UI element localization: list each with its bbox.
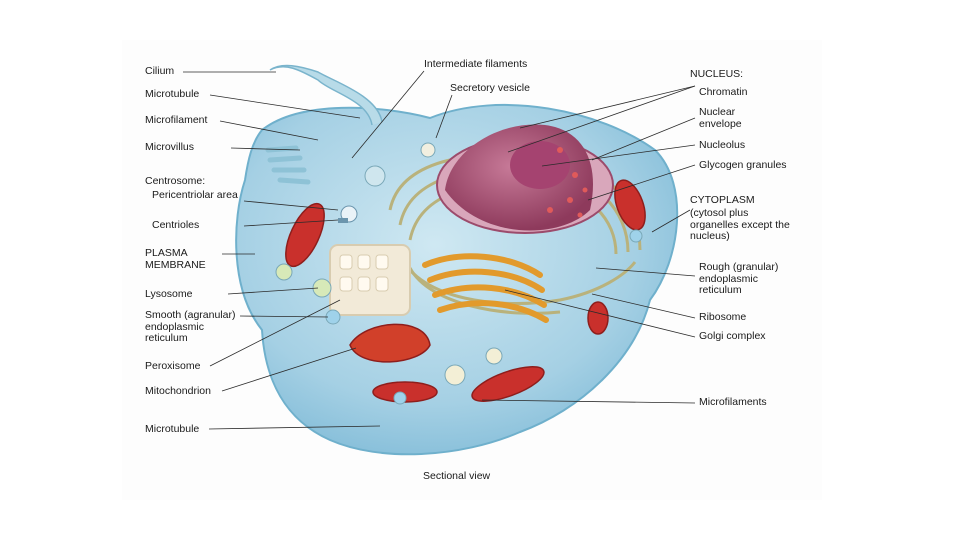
smooth-er-shape [330,245,410,315]
centriole-rod [338,218,348,223]
label-intermediate-filaments: Intermediate filaments [424,59,527,71]
label-plasma-membrane: PLASMA MEMBRANE [145,248,227,271]
label-secretory-vesicle: Secretory vesicle [450,83,530,95]
label-nuclear-envelope: Nuclear envelope [699,107,769,130]
label-golgi-complex: Golgi complex [699,331,766,343]
label-chromatin: Chromatin [699,87,747,99]
label-pericentriolar-area: Pericentriolar area [152,190,242,202]
label-nucleus: NUCLEUS: [690,69,743,81]
label-centrioles: Centrioles [152,220,199,232]
label-mitochondrion: Mitochondrion [145,386,211,398]
label-ribosome: Ribosome [699,312,746,324]
label-microvillus: Microvillus [145,142,194,154]
label-cytoplasm: CYTOPLASM [690,195,755,207]
label-microfilament: Microfilament [145,115,207,127]
label-rough-er: Rough (granular) endoplasmic reticulum [699,262,799,297]
label-microfilaments: Microfilaments [699,397,767,409]
label-microtubule-bottom: Microtubule [145,424,199,436]
label-centrosome: Centrosome: [145,176,205,188]
caption-sectional-view: Sectional view [423,471,490,483]
label-lysosome: Lysosome [145,289,192,301]
label-microtubule: Microtubule [145,89,199,101]
label-peroxisome: Peroxisome [145,361,200,373]
label-nucleolus: Nucleolus [699,140,745,152]
label-glycogen-granules: Glycogen granules [699,160,787,172]
label-cytoplasm-note: (cytosol plus organelles except the nucl… [690,208,795,243]
label-cilium: Cilium [145,66,174,78]
label-smooth-er: Smooth (agranular) endoplasmic reticulum [145,310,245,345]
